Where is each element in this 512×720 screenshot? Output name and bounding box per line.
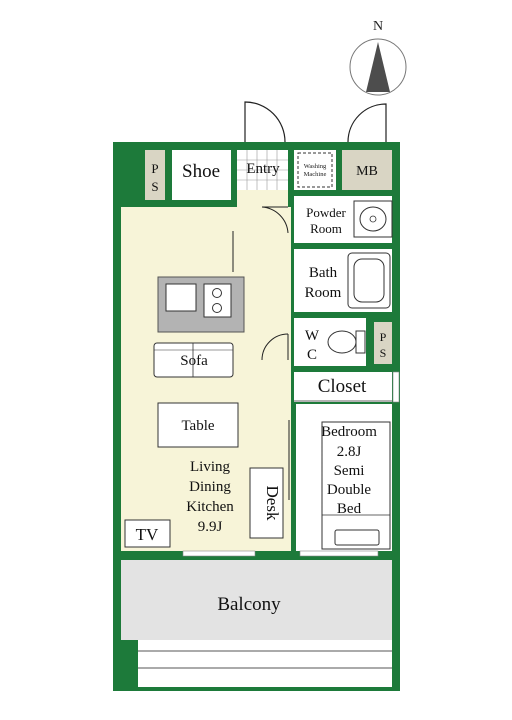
shoe-cabinet	[172, 150, 231, 200]
corridor-floor	[237, 190, 288, 307]
shoe-label: Shoe	[182, 161, 220, 182]
kitchen-sink	[165, 283, 197, 312]
table-label: Table	[181, 418, 214, 434]
bathtub	[347, 252, 391, 309]
window-ldk	[182, 550, 256, 557]
ps-top-label-s: S	[151, 179, 158, 194]
entry-door-swing	[244, 101, 286, 143]
balcony-outer	[138, 640, 392, 687]
stove	[203, 283, 232, 318]
balcony-floor	[121, 560, 392, 640]
desk-label: Desk	[263, 486, 282, 521]
toilet-tank-icon	[355, 330, 366, 354]
sofa	[153, 342, 234, 378]
toilet-bowl-icon	[327, 330, 357, 354]
bedroom-label-2: 2.8J	[337, 444, 362, 460]
powder-label-2: Room	[310, 221, 342, 236]
burner-icon	[212, 288, 222, 298]
ldk-label-1: Living	[190, 459, 230, 475]
tv-label: TV	[136, 525, 159, 544]
compass: N	[349, 19, 407, 96]
wc-label-1: W	[305, 328, 320, 344]
mb-box	[342, 150, 392, 190]
wc-label-2: C	[307, 347, 317, 363]
ldk-label-2: Dining	[189, 479, 231, 495]
bedroom-label-3: Semi	[334, 463, 365, 479]
closet-label: Closet	[318, 376, 367, 397]
washing-label-2: Machine	[304, 171, 327, 178]
balcony-label: Balcony	[217, 594, 281, 615]
powder-label-1: Powder	[306, 205, 346, 220]
drain-icon	[369, 215, 377, 223]
burner-icon	[212, 303, 222, 313]
window-bedroom	[299, 550, 379, 557]
ldk-label-4: 9.9J	[198, 519, 223, 535]
corridor-door-swing	[261, 206, 289, 234]
mb-door	[347, 103, 387, 143]
mb-label: MB	[356, 164, 378, 179]
ps-wc-label-s: S	[380, 346, 387, 360]
ps-top-label-p: P	[151, 161, 158, 176]
entry-label: Entry	[246, 161, 280, 177]
bathtub-inner	[353, 258, 385, 303]
dining-table	[157, 402, 239, 448]
entry-door	[244, 101, 286, 143]
desk	[249, 467, 284, 539]
bath-label-2: Room	[305, 285, 342, 301]
balcony-pillar	[113, 640, 138, 691]
mb-door-swing	[347, 103, 387, 143]
ps-shaft-wc	[374, 322, 392, 364]
compass-circle	[349, 38, 407, 96]
ps-shaft-top	[145, 150, 165, 200]
window-closet	[392, 371, 400, 403]
ps-wc-label-p: P	[380, 330, 387, 344]
sink-icon	[359, 206, 387, 232]
bedroom-label-5: Bed	[337, 501, 362, 517]
bedroom-label-4: Double	[327, 482, 372, 498]
north-label: N	[373, 19, 383, 34]
wc-door-swing	[261, 333, 289, 361]
north-arrow-icon	[366, 42, 390, 92]
tv-board	[124, 519, 171, 548]
bedroom-label-1: Bedroom	[321, 424, 377, 440]
washing-machine	[297, 152, 333, 188]
bath-label-1: Bath	[309, 265, 338, 281]
washing-label-1: Washing	[304, 163, 327, 170]
interior-doors	[232, 206, 290, 500]
bed	[321, 421, 391, 550]
entry-tiles	[237, 150, 288, 190]
sofa-label: Sofa	[180, 353, 208, 369]
pillow	[334, 529, 380, 546]
closet	[294, 372, 392, 402]
ldk-label-3: Kitchen	[186, 499, 234, 515]
